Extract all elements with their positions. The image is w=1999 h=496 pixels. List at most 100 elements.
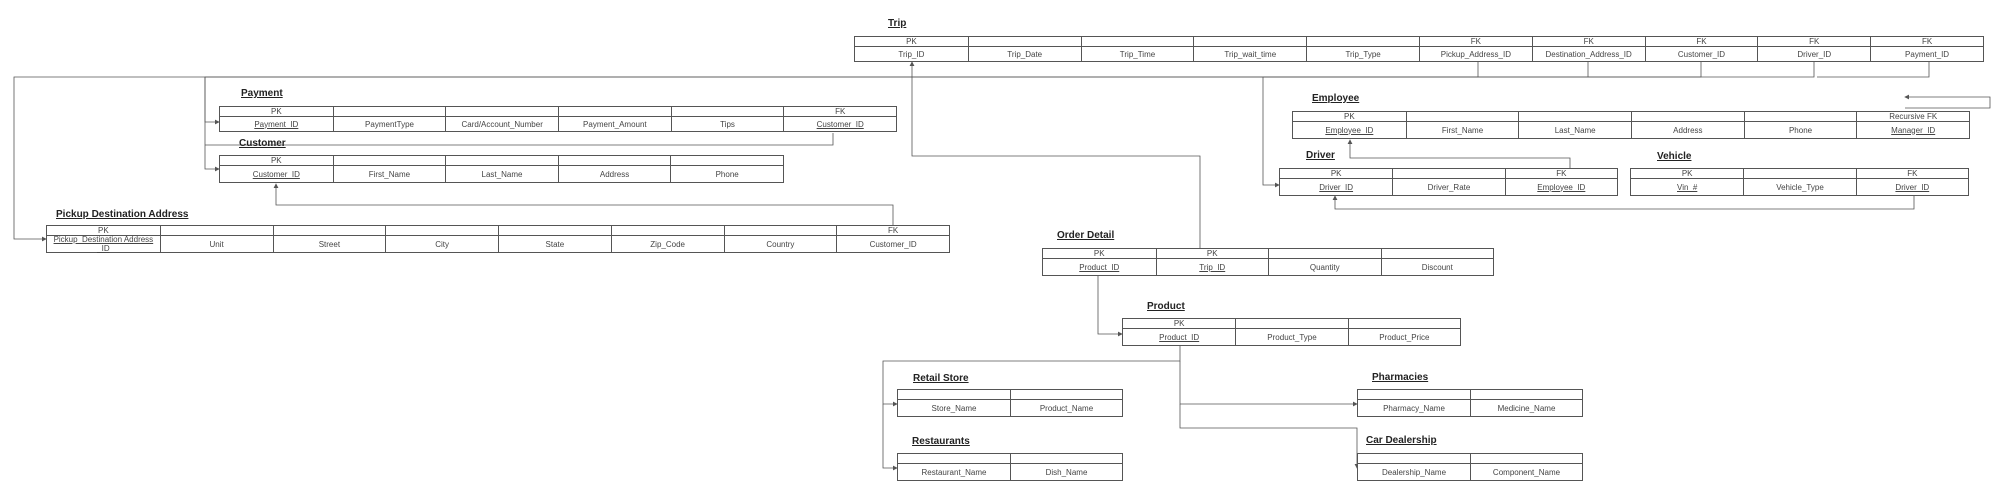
attribute-name: Street <box>318 239 341 249</box>
entity-title-pickup: Pickup Destination Address <box>56 209 189 220</box>
entity-title-pharmacies: Pharmacies <box>1372 372 1429 383</box>
attribute-cell: City <box>385 226 498 252</box>
attribute-key-label <box>1081 37 1194 47</box>
attribute-cell: Dish_Name <box>1010 454 1122 480</box>
connector-vehicle-driver <box>1332 195 1915 210</box>
attribute-name: Zip_Code <box>650 239 685 249</box>
attribute-name: Phone <box>1788 125 1813 135</box>
attribute-key-label <box>1406 112 1519 122</box>
connector-trip-driver <box>1262 58 1815 188</box>
attribute-cell: Medicine_Name <box>1470 390 1582 416</box>
attribute-key-label <box>1471 390 1582 400</box>
attribute-cell: Product_Price <box>1347 319 1460 345</box>
attribute-key-label: PK <box>1293 112 1406 122</box>
attribute-cell: Restaurant_Name <box>898 454 1010 480</box>
attribute-key-label: Recursive FK <box>1857 112 1970 122</box>
connector-trip-payment <box>1817 58 1930 78</box>
attribute-key-label <box>558 156 671 166</box>
attribute-name: Payment_ID <box>1905 49 1950 59</box>
connector-order-trip <box>909 61 1201 250</box>
entity-title-employee: Employee <box>1312 93 1360 104</box>
attribute-key-label <box>333 156 446 166</box>
attribute-key-label <box>1307 37 1419 47</box>
connector-payment-customer <box>205 133 834 146</box>
attribute-name: Driver_ID <box>1797 49 1832 59</box>
attribute-key-label: PK <box>1631 169 1744 179</box>
attribute-name: Quantity <box>1309 262 1340 272</box>
entity-table-pharmacies[interactable]: Pharmacy_Name Medicine_Name <box>1357 389 1583 417</box>
attribute-cell: First_Name <box>1405 112 1519 138</box>
connector-driver-employee <box>1347 139 1571 169</box>
connector-payment-link <box>204 77 220 125</box>
attribute-cell: Last_Name <box>1518 112 1632 138</box>
attribute-key-label <box>898 390 1010 400</box>
entity-table-retail[interactable]: Store_Name Product_Name <box>897 389 1123 417</box>
attribute-name: Dish_Name <box>1045 467 1088 477</box>
entity-title-cardealership: Car Dealership <box>1366 435 1437 446</box>
entity-title-vehicle: Vehicle <box>1657 151 1692 162</box>
entity-title-trip: Trip <box>888 18 907 29</box>
attribute-cell: Unit <box>159 226 273 252</box>
attribute-cell: Address <box>557 156 671 182</box>
attribute-key-label <box>1269 249 1381 259</box>
attribute-key-label: PK <box>220 107 333 117</box>
attribute-key-label <box>968 37 1081 47</box>
attribute-cell: Product_Name <box>1010 390 1122 416</box>
attribute-key-label <box>1011 390 1122 400</box>
attribute-name: Card/Account_Number <box>461 119 543 129</box>
attribute-name: Product_Price <box>1379 332 1430 342</box>
attribute-name: Address <box>1673 125 1703 135</box>
attribute-cell: Trip_Date <box>967 37 1081 61</box>
attribute-cell: State <box>498 226 611 252</box>
attribute-key-label: FK <box>1505 169 1617 179</box>
entity-title-driver: Driver <box>1306 150 1335 161</box>
attribute-key-label <box>386 226 498 236</box>
attribute-cell: Discount <box>1380 249 1493 275</box>
attribute-name: Product_ID <box>1079 262 1120 272</box>
attribute-key-label <box>446 156 558 166</box>
attribute-name: Product_Type <box>1267 332 1317 342</box>
attribute-key-label: PK <box>1280 169 1393 179</box>
attribute-key-label: FK <box>1856 169 1968 179</box>
attribute-key-label <box>1194 37 1307 47</box>
attribute-key-label: PK <box>1156 249 1268 259</box>
attribute-name: Store_Name <box>931 403 977 413</box>
attribute-name: PaymentType <box>365 119 414 129</box>
attribute-key-label: FK <box>1419 37 1532 47</box>
attribute-name: Pharmacy_Name <box>1383 403 1445 413</box>
attribute-cell: Pharmacy_Name <box>1358 390 1470 416</box>
connector-employee-manager <box>1904 94 1991 109</box>
entity-title-product: Product <box>1147 301 1185 312</box>
attribute-key-label: PK <box>220 156 333 166</box>
attribute-name: Destination_Address_ID <box>1545 49 1632 59</box>
attribute-name: Discount <box>1421 262 1453 272</box>
attribute-name: Phone <box>715 169 739 179</box>
attribute-key-label: PK <box>1043 249 1156 259</box>
attribute-cell: Trip_Type <box>1306 37 1419 61</box>
attribute-key-label <box>160 226 273 236</box>
entity-title-retail: Retail Store <box>913 373 969 384</box>
attribute-name: Payment_Amount <box>583 119 647 129</box>
connector-product-restaurants <box>882 404 898 471</box>
connector-pickup-customer <box>273 183 894 225</box>
attribute-key-label <box>1632 112 1744 122</box>
